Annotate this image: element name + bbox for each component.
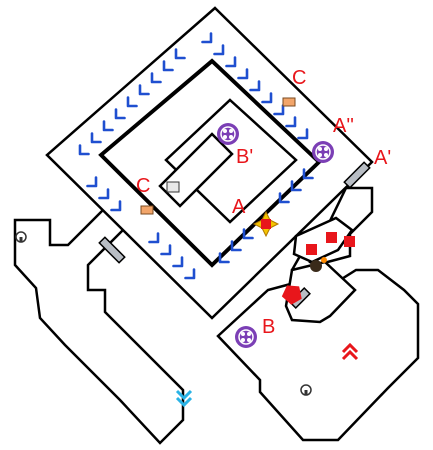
red-switch-block-icon[interactable] xyxy=(306,244,317,255)
keyhole-icon xyxy=(15,231,27,243)
red-switch-block-icon[interactable] xyxy=(278,280,305,306)
switch-blocks xyxy=(306,232,355,255)
treasure-chest-icon[interactable] xyxy=(140,205,154,215)
label-a-prime: A' xyxy=(374,147,391,169)
warp-portal-icon[interactable] xyxy=(217,123,239,145)
red-switch-block-icon[interactable] xyxy=(326,232,337,243)
double-chevron-up-icon[interactable] xyxy=(341,342,359,361)
left-wing xyxy=(2,2,185,445)
conveyor-arrows xyxy=(78,32,314,280)
east-complex xyxy=(216,186,420,442)
label-b-prime: B' xyxy=(236,146,253,168)
red-switch-block-icon[interactable] xyxy=(344,236,355,247)
star-floor-switch-icon[interactable] xyxy=(252,210,280,238)
conveyor-nw xyxy=(78,48,186,156)
door-east[interactable] xyxy=(343,161,371,189)
treasure-chest-icon[interactable] xyxy=(166,181,180,193)
conveyor-se xyxy=(218,168,314,264)
cannon-icon xyxy=(310,257,327,272)
label-c-right: C xyxy=(292,67,306,89)
label-a-double-prime: A'' xyxy=(333,115,354,137)
label-c-left: C xyxy=(136,175,150,197)
door-west[interactable] xyxy=(98,236,126,264)
warp-portal-icon[interactable] xyxy=(235,326,257,348)
label-a: A xyxy=(232,196,246,218)
treasure-chest-icon[interactable] xyxy=(282,97,296,107)
conveyor-sw xyxy=(86,176,196,280)
keyhole-icon xyxy=(300,384,312,396)
double-chevron-down-icon[interactable] xyxy=(175,389,193,408)
label-b: B xyxy=(262,316,275,338)
warp-portal-icon[interactable] xyxy=(312,141,334,163)
conveyor-ne xyxy=(201,32,309,140)
